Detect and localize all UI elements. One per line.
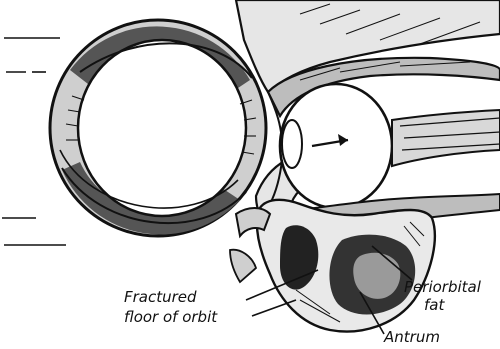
- label-fractured-line1: Fractured: [124, 288, 197, 306]
- ball: [50, 20, 266, 236]
- label-periorbital-line2: fat: [424, 296, 445, 314]
- orbit-floor: [257, 194, 500, 332]
- label-antrum: Antrum: [383, 328, 440, 346]
- label-periorbital-line1: Periorbital: [404, 278, 482, 296]
- label-fractured-line2: floor of orbit: [124, 308, 218, 326]
- eyeball: [280, 84, 500, 208]
